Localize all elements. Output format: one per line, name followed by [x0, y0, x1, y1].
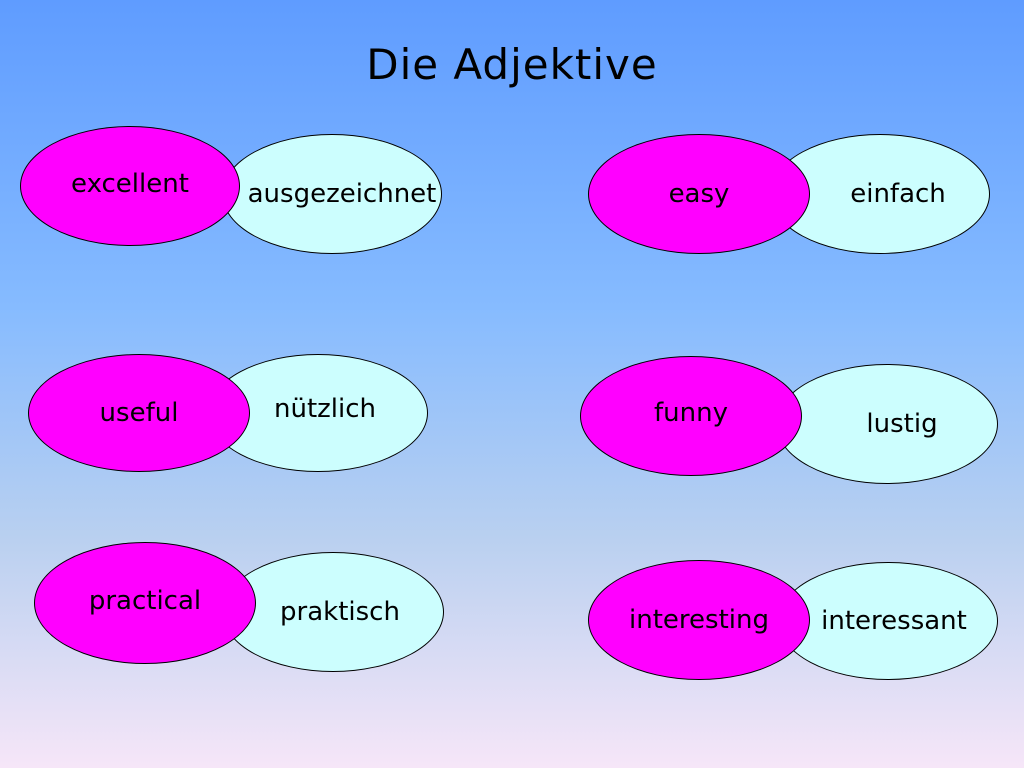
german-word-ellipse[interactable]: nützlich: [208, 354, 428, 472]
german-word-ellipse[interactable]: praktisch: [222, 552, 444, 672]
german-word-label: lustig: [866, 409, 938, 439]
english-word-label: funny: [654, 398, 728, 428]
english-word-ellipse[interactable]: interesting: [588, 560, 810, 680]
german-word-ellipse[interactable]: ausgezeichnet: [222, 134, 442, 254]
german-word-label: ausgezeichnet: [247, 179, 437, 209]
german-word-ellipse[interactable]: interessant: [778, 562, 998, 680]
english-word-ellipse[interactable]: practical: [34, 542, 256, 664]
english-word-ellipse[interactable]: useful: [28, 354, 250, 472]
english-word-label: useful: [99, 398, 179, 428]
german-word-label: interessant: [821, 606, 967, 636]
page-title: Die Adjektive: [366, 40, 658, 89]
english-word-ellipse[interactable]: excellent: [20, 126, 240, 246]
german-word-label: praktisch: [280, 597, 400, 627]
english-word-ellipse[interactable]: funny: [580, 356, 802, 476]
german-word-ellipse[interactable]: lustig: [776, 364, 998, 484]
english-word-label: interesting: [629, 605, 769, 635]
english-word-label: excellent: [71, 169, 189, 199]
english-word-ellipse[interactable]: easy: [588, 134, 810, 254]
german-word-label: nützlich: [273, 394, 377, 424]
english-word-label: practical: [88, 586, 202, 616]
german-word-label: einfach: [850, 179, 946, 209]
english-word-label: easy: [668, 179, 730, 209]
